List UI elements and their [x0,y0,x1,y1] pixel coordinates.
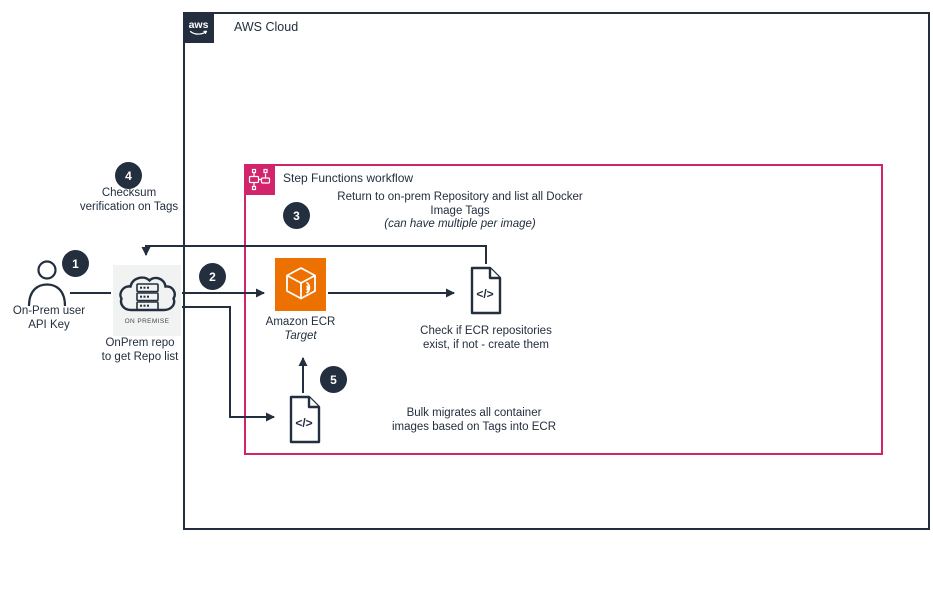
user-icon [24,258,70,308]
ecr-label: Amazon ECR Target [265,316,336,342]
step-badge-1: 1 [62,250,89,277]
return-note: Return to on-prem Repository and list al… [337,191,583,230]
code-document-icon: </> [284,394,326,445]
aws-logo-text: aws [189,19,209,31]
code-glyph: </> [476,287,493,301]
step-functions-label: Step Functions workflow [283,171,414,185]
code-glyph: </> [295,416,312,430]
on-premise-caption: ON PREMISE [124,318,170,325]
aws-cloud-label: AWS Cloud [234,20,299,34]
code-document-icon: </> [465,265,507,316]
step-badge-4: 4 [115,162,142,189]
on-premise-cloud-icon: ON PREMISE [113,265,181,336]
amazon-ecr-icon [275,258,326,311]
bulk-migrate-label: Bulk migrates all container images based… [391,407,557,433]
aws-cloud-group-box [183,12,930,530]
aws-logo-icon: aws [183,12,214,43]
step-badge-2: 2 [199,263,226,290]
step-badge-3: 3 [283,202,310,229]
onprem-label: OnPrem repo to get Repo list [101,337,179,363]
user-label: On-Prem user API Key [12,305,86,331]
check-repos-label: Check if ECR repositories exist, if not … [420,325,552,351]
checksum-note: Checksum verification on Tags [79,187,179,213]
step-functions-icon [244,164,275,195]
step-badge-5: 5 [320,366,347,393]
